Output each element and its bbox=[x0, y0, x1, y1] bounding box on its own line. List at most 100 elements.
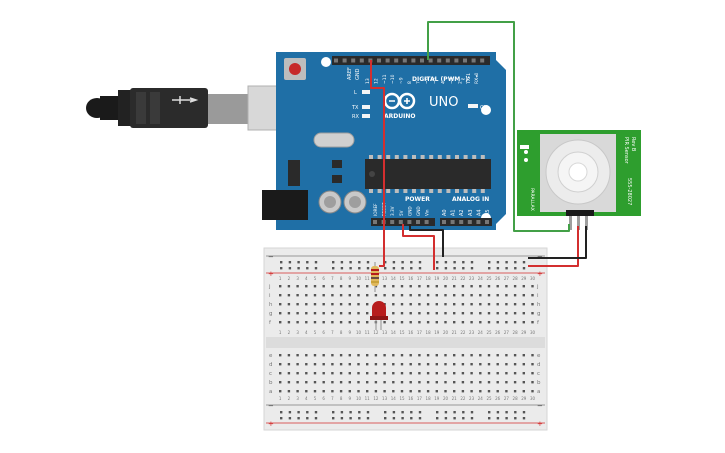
wire-red-5v-rail[interactable] bbox=[402, 224, 435, 270]
breadboard-hole[interactable] bbox=[374, 354, 378, 357]
breadboard-hole[interactable] bbox=[332, 261, 335, 264]
breadboard-hole[interactable] bbox=[384, 417, 387, 420]
pir-pin-vcc[interactable] bbox=[577, 216, 580, 230]
breadboard-hole[interactable] bbox=[453, 372, 456, 375]
breadboard-hole[interactable] bbox=[366, 411, 370, 414]
breadboard-hole[interactable] bbox=[426, 363, 430, 366]
breadboard-hole[interactable] bbox=[314, 261, 318, 264]
breadboard-hole[interactable] bbox=[287, 321, 291, 324]
breadboard-hole[interactable] bbox=[496, 372, 499, 375]
breadboard-hole[interactable] bbox=[357, 312, 360, 315]
breadboard-hole[interactable] bbox=[426, 303, 430, 306]
breadboard-hole[interactable] bbox=[461, 363, 465, 366]
digital-header[interactable] bbox=[332, 56, 490, 65]
breadboard-hole[interactable] bbox=[279, 363, 282, 366]
breadboard-hole[interactable] bbox=[348, 381, 351, 384]
wire-red-pin13-led[interactable] bbox=[370, 60, 385, 267]
breadboard-hole[interactable] bbox=[280, 267, 283, 270]
breadboard-hole[interactable] bbox=[496, 261, 500, 264]
breadboard-hole[interactable] bbox=[487, 372, 491, 375]
breadboard-hole[interactable] bbox=[305, 321, 308, 324]
breadboard-hole[interactable] bbox=[280, 411, 283, 414]
breadboard-hole[interactable] bbox=[505, 363, 508, 366]
breadboard-hole[interactable] bbox=[461, 303, 465, 306]
breadboard-hole[interactable] bbox=[488, 261, 491, 264]
breadboard-hole[interactable] bbox=[383, 363, 386, 366]
breadboard-hole[interactable] bbox=[453, 354, 456, 357]
header-pin[interactable] bbox=[398, 220, 403, 224]
breadboard-hole[interactable] bbox=[322, 390, 325, 393]
breadboard-hole[interactable] bbox=[348, 363, 351, 366]
breadboard-hole[interactable] bbox=[444, 354, 447, 357]
breadboard-hole[interactable] bbox=[322, 372, 325, 375]
breadboard-hole[interactable] bbox=[505, 285, 508, 288]
breadboard-hole[interactable] bbox=[358, 411, 361, 414]
breadboard-hole[interactable] bbox=[313, 294, 317, 297]
header-pin[interactable] bbox=[476, 220, 481, 224]
breadboard-hole[interactable] bbox=[522, 363, 525, 366]
breadboard-hole[interactable] bbox=[444, 303, 447, 306]
breadboard-hole[interactable] bbox=[479, 390, 482, 393]
breadboard-hole[interactable] bbox=[461, 321, 465, 324]
breadboard-hole[interactable] bbox=[383, 321, 386, 324]
breadboard-hole[interactable] bbox=[331, 381, 334, 384]
header-pin[interactable] bbox=[442, 220, 446, 224]
breadboard-hole[interactable] bbox=[305, 372, 308, 375]
breadboard-hole[interactable] bbox=[305, 285, 308, 288]
breadboard-hole[interactable] bbox=[436, 411, 439, 414]
breadboard-hole[interactable] bbox=[531, 321, 534, 324]
breadboard-hole[interactable] bbox=[383, 390, 386, 393]
breadboard-hole[interactable] bbox=[279, 372, 282, 375]
breadboard-hole[interactable] bbox=[479, 294, 482, 297]
breadboard-hole[interactable] bbox=[426, 390, 430, 393]
breadboard-hole[interactable] bbox=[479, 363, 482, 366]
breadboard-hole[interactable] bbox=[392, 303, 395, 306]
breadboard-hole[interactable] bbox=[287, 303, 291, 306]
breadboard-hole[interactable] bbox=[288, 267, 292, 270]
breadboard-hole[interactable] bbox=[496, 294, 499, 297]
breadboard-hole[interactable] bbox=[514, 261, 517, 264]
breadboard-hole[interactable] bbox=[339, 372, 343, 375]
breadboard-hole[interactable] bbox=[418, 411, 422, 414]
breadboard-hole[interactable] bbox=[444, 363, 447, 366]
breadboard-hole[interactable] bbox=[496, 312, 499, 315]
breadboard-hole[interactable] bbox=[531, 303, 534, 306]
breadboard-hole[interactable] bbox=[426, 354, 430, 357]
breadboard-hole[interactable] bbox=[470, 285, 473, 288]
breadboard-hole[interactable] bbox=[479, 321, 482, 324]
breadboard-hole[interactable] bbox=[384, 267, 387, 270]
breadboard-hole[interactable] bbox=[479, 312, 482, 315]
breadboard-hole[interactable] bbox=[488, 411, 491, 414]
breadboard-hole[interactable] bbox=[313, 312, 317, 315]
breadboard-hole[interactable] bbox=[426, 381, 430, 384]
breadboard-hole[interactable] bbox=[288, 411, 292, 414]
breadboard-hole[interactable] bbox=[470, 411, 474, 414]
breadboard-hole[interactable] bbox=[444, 390, 447, 393]
breadboard-hole[interactable] bbox=[505, 261, 508, 264]
breadboard-hole[interactable] bbox=[366, 381, 369, 384]
breadboard-hole[interactable] bbox=[366, 417, 370, 420]
breadboard-hole[interactable] bbox=[470, 321, 473, 324]
breadboard-hole[interactable] bbox=[339, 363, 343, 366]
breadboard-hole[interactable] bbox=[409, 321, 412, 324]
breadboard-hole[interactable] bbox=[496, 303, 499, 306]
breadboard-hole[interactable] bbox=[461, 354, 465, 357]
breadboard-hole[interactable] bbox=[462, 261, 465, 264]
header-pin[interactable] bbox=[445, 58, 450, 63]
breadboard-hole[interactable] bbox=[505, 312, 508, 315]
breadboard-hole[interactable] bbox=[444, 411, 448, 414]
breadboard-hole[interactable] bbox=[392, 261, 396, 264]
breadboard-hole[interactable] bbox=[470, 354, 473, 357]
breadboard-hole[interactable] bbox=[392, 417, 396, 420]
breadboard-hole[interactable] bbox=[322, 285, 325, 288]
breadboard-hole[interactable] bbox=[453, 390, 456, 393]
breadboard-hole[interactable] bbox=[409, 363, 412, 366]
breadboard-hole[interactable] bbox=[296, 303, 299, 306]
breadboard-hole[interactable] bbox=[322, 303, 325, 306]
led[interactable] bbox=[370, 301, 388, 330]
breadboard-hole[interactable] bbox=[505, 354, 508, 357]
header-pin[interactable] bbox=[424, 220, 429, 224]
breadboard-hole[interactable] bbox=[297, 411, 300, 414]
breadboard-hole[interactable] bbox=[313, 363, 317, 366]
wire-red-pir-vcc[interactable] bbox=[528, 226, 579, 267]
